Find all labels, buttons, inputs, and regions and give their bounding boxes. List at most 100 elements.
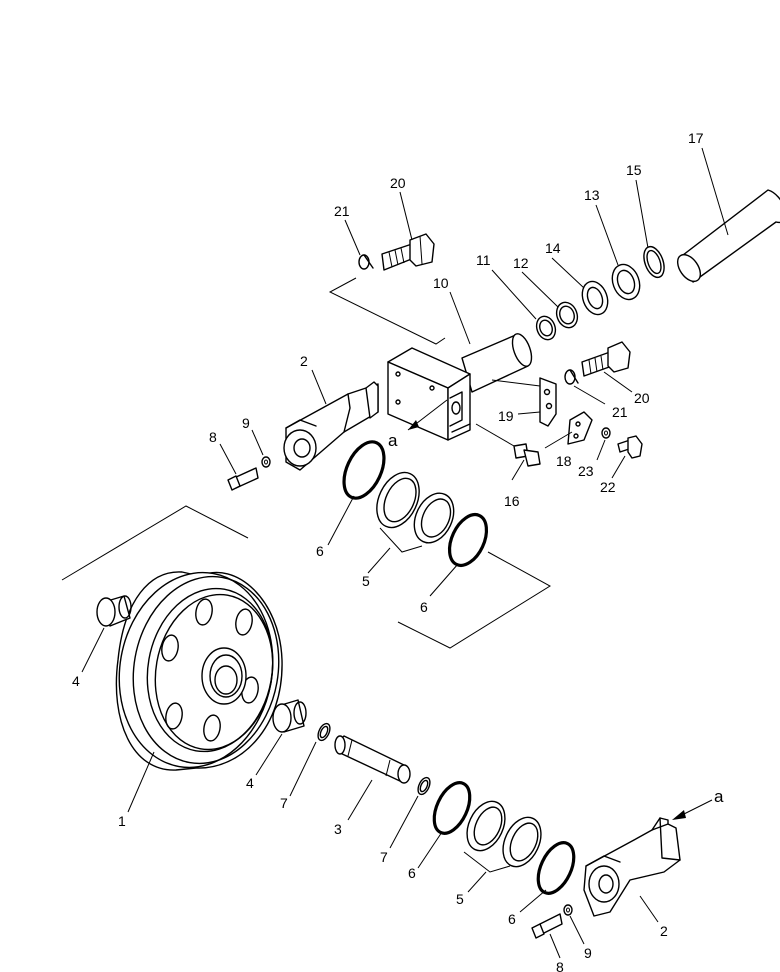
part-21-clip-top — [358, 254, 374, 270]
callout-20-top: 20 — [390, 175, 406, 191]
part-5-seal-lower-1 — [466, 800, 506, 852]
part-8-bolt-upper — [227, 467, 259, 491]
callout-6-lower-right: 6 — [508, 911, 516, 927]
leader-21b — [573, 385, 606, 405]
leader-8a — [219, 443, 237, 475]
part-7-oring-left — [317, 722, 331, 742]
callout-13: 13 — [584, 187, 600, 203]
part-4-bushing-right — [272, 699, 307, 733]
callout-7-left: 7 — [280, 795, 288, 811]
callout-4-right: 4 — [246, 775, 254, 791]
leader-14 — [551, 257, 585, 289]
part-6-oring-lower-left — [432, 781, 472, 835]
callout-2-upper: 2 — [300, 353, 308, 369]
leader-10 — [449, 291, 471, 345]
leader-8b — [549, 933, 561, 959]
link-16-10 — [475, 423, 515, 447]
part-6-oring-lower-right — [536, 841, 576, 895]
part-9-washer-lower — [563, 904, 573, 916]
callout-21-top: 21 — [334, 203, 350, 219]
part-8-bolt-lower — [531, 913, 563, 939]
part-6-oring-upper-right — [447, 513, 489, 567]
part-21-clip-right — [564, 369, 579, 385]
callout-14: 14 — [545, 240, 561, 256]
part-5-seal-upper-1 — [376, 471, 420, 529]
leader-20b — [603, 371, 633, 393]
group-line-left — [61, 505, 249, 581]
part-18-plate — [567, 411, 593, 445]
part-17-pin — [676, 189, 780, 283]
leader-4a — [81, 627, 105, 673]
leader-18 — [544, 431, 573, 449]
part-20-bolt-top — [381, 233, 435, 271]
leader-6d — [519, 889, 547, 913]
part-9-washer-upper — [261, 456, 271, 468]
leader-6b — [429, 563, 459, 597]
callout-7-right: 7 — [380, 849, 388, 865]
callout-11: 11 — [476, 252, 491, 268]
part-2-link-lower — [583, 817, 681, 917]
callout-16: 16 — [504, 493, 520, 509]
callout-4-left: 4 — [72, 673, 80, 689]
part-2-link-upper — [283, 381, 379, 471]
part-10-support-block — [387, 333, 533, 441]
leader-11 — [491, 269, 537, 320]
callout-labels: 17 15 13 14 12 11 10 20 21 20 21 19 18 2… — [72, 130, 724, 972]
callout-12: 12 — [513, 255, 529, 271]
part-3-shaft — [334, 735, 411, 784]
part-14-seal — [581, 280, 609, 316]
callout-15: 15 — [626, 162, 642, 178]
leader-5b — [467, 871, 487, 893]
callout-18: 18 — [556, 453, 572, 469]
part-6-oring-upper-left — [342, 440, 386, 500]
callout-8-upper: 8 — [209, 429, 217, 445]
callout-23: 23 — [578, 463, 594, 479]
leader-9b — [569, 915, 585, 945]
part-19-bracket — [539, 377, 557, 427]
part-5-seal-upper-2 — [413, 492, 455, 544]
callout-8-lower: 8 — [556, 959, 564, 972]
leader-13 — [595, 204, 619, 266]
leader-5a — [367, 547, 391, 574]
leader-20a — [399, 191, 413, 241]
callout-17: 17 — [688, 130, 704, 146]
leader-15 — [635, 179, 649, 249]
part-1-idler-wheel — [115, 571, 283, 771]
callout-2-lower: 2 — [660, 923, 668, 939]
callout-9-upper: 9 — [242, 415, 250, 431]
callout-19: 19 — [498, 408, 514, 424]
part-12-ring — [555, 301, 579, 329]
leader-17 — [701, 147, 729, 236]
leader-19 — [517, 411, 541, 415]
leader-23 — [596, 439, 606, 461]
callout-10: 10 — [433, 275, 449, 291]
callout-6-upper-right: 6 — [420, 599, 428, 615]
callout-1: 1 — [118, 813, 126, 829]
leader-3 — [347, 779, 373, 821]
callout-20-right: 20 — [634, 390, 650, 406]
callout-5-lower: 5 — [456, 891, 464, 907]
callout-6-lower-left: 6 — [408, 865, 416, 881]
ref-arrowhead-a2 — [672, 810, 686, 820]
group-line-5a — [379, 527, 423, 553]
leader-22 — [611, 455, 626, 479]
part-15-snap-ring — [643, 245, 665, 279]
leader-16 — [511, 459, 525, 481]
part-4-bushing-left — [96, 595, 132, 627]
group-line-10 — [328, 277, 446, 345]
leader-7a — [289, 741, 317, 797]
part-20-bolt-right — [581, 341, 631, 377]
ref-label-a-upper: a — [388, 431, 398, 450]
leader-6a — [327, 495, 355, 546]
part-5-seal-lower-2 — [502, 816, 542, 868]
leader-2b — [639, 895, 659, 923]
part-13-bushing — [611, 263, 641, 301]
part-11-ring — [535, 315, 557, 341]
leader-21a — [344, 219, 361, 256]
callout-22: 22 — [600, 479, 616, 495]
callout-5-upper: 5 — [362, 573, 370, 589]
ref-arrowhead-a1 — [408, 420, 419, 430]
leader-7b — [389, 795, 419, 849]
